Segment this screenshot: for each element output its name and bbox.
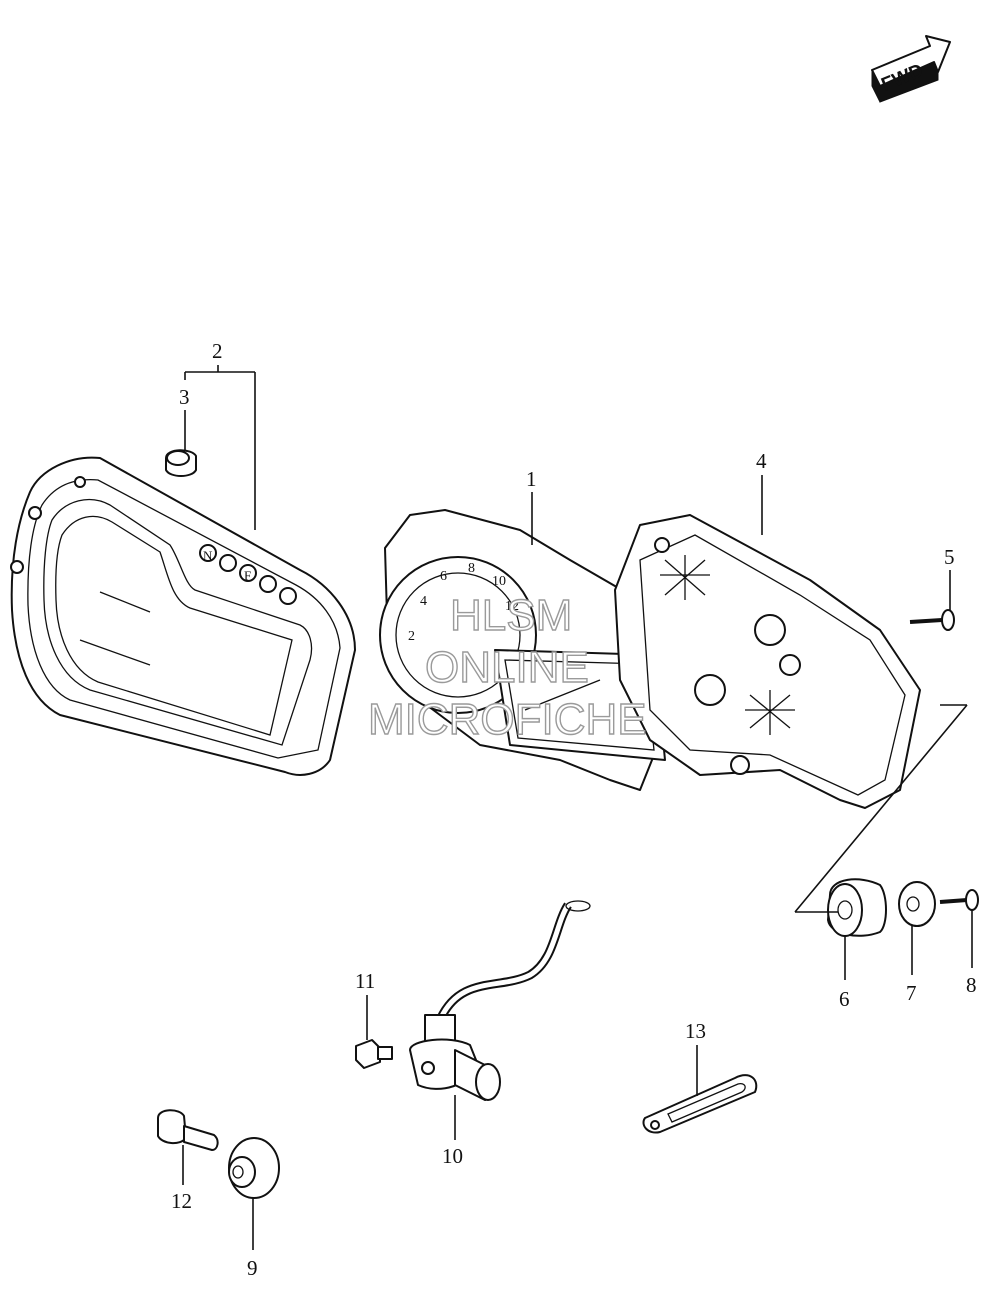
mount-hole-icon bbox=[650, 1120, 660, 1130]
fwd-arrow-icon: FWD bbox=[871, 35, 951, 103]
callout-6: 6 bbox=[839, 987, 850, 1011]
svg-text:6: 6 bbox=[440, 569, 447, 584]
svg-text:8: 8 bbox=[468, 561, 475, 576]
screw-hole-icon bbox=[74, 476, 86, 488]
screw-hole-icon bbox=[10, 560, 24, 574]
part-speed-sensor[interactable] bbox=[409, 900, 591, 1101]
svg-text:4: 4 bbox=[420, 594, 427, 609]
indicator-lamps: N F bbox=[199, 544, 297, 605]
part-meter-case[interactable]: N F bbox=[10, 456, 356, 776]
part-lower-case[interactable] bbox=[614, 514, 921, 809]
callout-9: 9 bbox=[247, 1256, 258, 1280]
svg-text:N: N bbox=[203, 548, 213, 563]
part-cushion[interactable] bbox=[827, 878, 887, 937]
callout-5: 5 bbox=[944, 545, 955, 569]
mount-hole-icon bbox=[421, 1061, 435, 1075]
leader-lines bbox=[182, 365, 973, 1250]
screw-hole-icon bbox=[28, 506, 42, 520]
callout-2: 2 bbox=[212, 339, 223, 363]
callout-10: 10 bbox=[442, 1144, 463, 1168]
svg-text:F: F bbox=[244, 568, 251, 583]
callout-7: 7 bbox=[906, 981, 917, 1005]
callout-4: 4 bbox=[756, 449, 767, 473]
part-grommet[interactable] bbox=[165, 449, 197, 477]
part-bolt-11[interactable] bbox=[355, 1039, 393, 1069]
watermark-line-3: MICROFICHE bbox=[368, 695, 647, 744]
callout-8: 8 bbox=[966, 973, 977, 997]
part-washer[interactable] bbox=[898, 881, 936, 927]
watermark-line-1: HLSM bbox=[450, 591, 572, 640]
watermark-line-2: ONLINE bbox=[425, 643, 589, 692]
screw-boss-icon bbox=[660, 555, 710, 600]
callout-13: 13 bbox=[685, 1019, 706, 1043]
watermark: HLSM ONLINE MICROFICHE bbox=[367, 590, 647, 744]
part-bracket[interactable] bbox=[642, 1074, 758, 1134]
svg-text:12: 12 bbox=[505, 599, 519, 614]
callout-1: 1 bbox=[526, 467, 537, 491]
svg-text:2: 2 bbox=[408, 629, 415, 644]
part-bolt-12[interactable] bbox=[157, 1109, 219, 1151]
part-screw-8[interactable] bbox=[939, 889, 979, 911]
callout-3: 3 bbox=[179, 385, 190, 409]
part-screw-5[interactable] bbox=[909, 609, 955, 631]
part-collar[interactable] bbox=[228, 1137, 280, 1199]
screw-boss-icon bbox=[745, 690, 795, 735]
svg-text:10: 10 bbox=[492, 574, 506, 589]
callout-labels: 1 2 3 4 5 6 7 8 9 10 11 12 13 bbox=[171, 339, 977, 1280]
callout-11: 11 bbox=[355, 969, 375, 993]
callout-12: 12 bbox=[171, 1189, 192, 1213]
gauge-numbers: 2 4 6 8 10 12 bbox=[408, 561, 519, 644]
